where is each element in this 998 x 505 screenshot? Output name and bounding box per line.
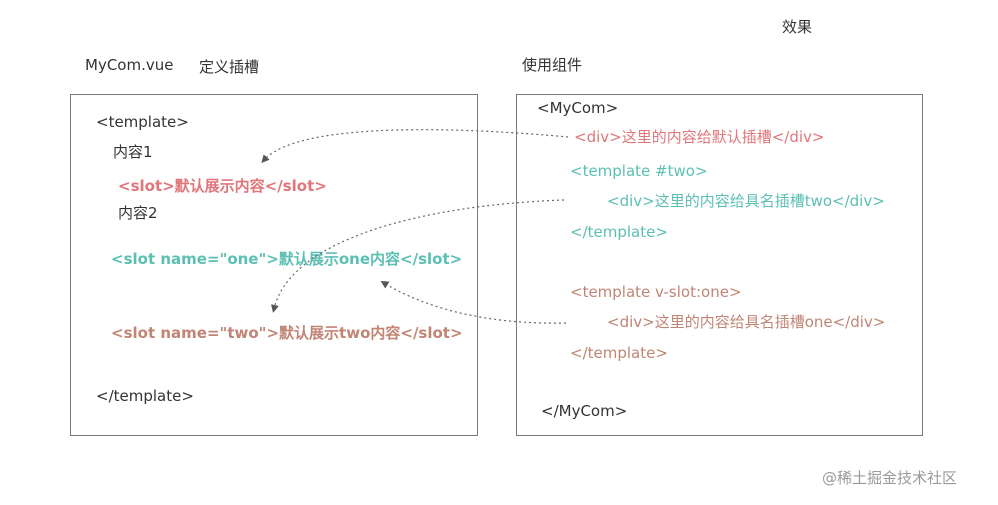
template-open-tag: <template> xyxy=(96,113,189,131)
watermark-text: @稀土掘金技术社区 xyxy=(822,469,958,487)
default-slot-content-div: <div>这里的内容给默认插槽</div> xyxy=(574,128,825,146)
use-component-label: 使用组件 xyxy=(522,56,583,74)
slot-two-content-div: <div>这里的内容给具名插槽two</div> xyxy=(607,192,885,210)
content-1-text: 内容1 xyxy=(113,143,153,161)
slot-one-tag: <slot name="one">默认展示one内容</slot> xyxy=(111,250,463,268)
slot-two-tag: <slot name="two">默认展示two内容</slot> xyxy=(111,324,463,342)
template-close-tag: </template> xyxy=(96,387,194,405)
slot-one-content-div: <div>这里的内容给具名插槽one</div> xyxy=(607,313,886,331)
content-2-text: 内容2 xyxy=(118,204,158,222)
mycom-close-tag: </MyCom> xyxy=(541,402,628,420)
template-one-open-tag: <template v-slot:one> xyxy=(570,283,742,301)
default-slot-tag: <slot>默认展示内容</slot> xyxy=(118,177,327,195)
define-slots-label: 定义插槽 xyxy=(199,58,260,76)
template-two-close-tag: </template> xyxy=(570,223,668,241)
template-two-open-tag: <template #two> xyxy=(570,162,708,180)
template-one-close-tag: </template> xyxy=(570,344,668,362)
effect-label: 效果 xyxy=(782,18,813,36)
mycom-open-tag: <MyCom> xyxy=(537,99,619,117)
file-name-label: MyCom.vue xyxy=(85,56,174,74)
